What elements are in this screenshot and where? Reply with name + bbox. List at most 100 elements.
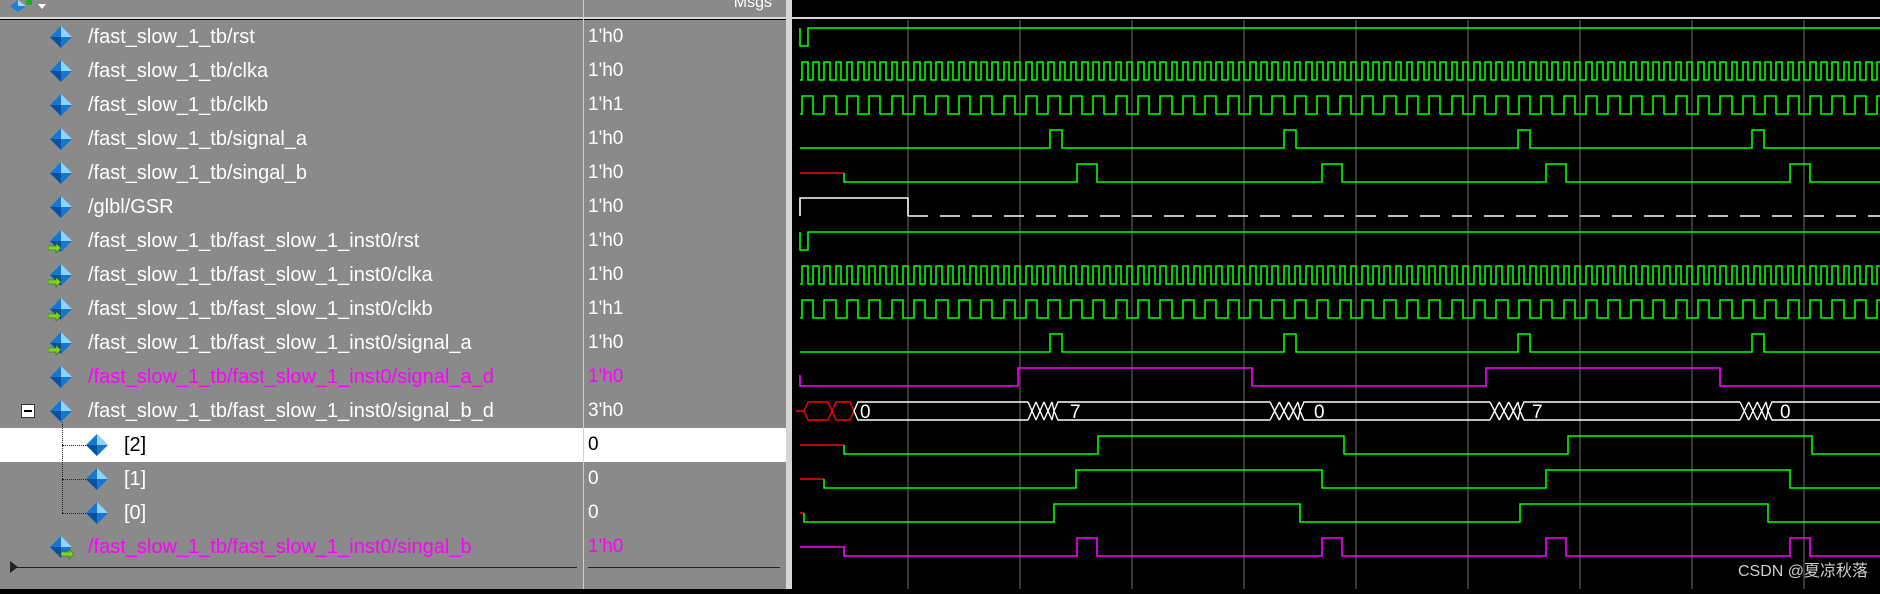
- signal-row[interactable]: /fast_slow_1_tb/fast_slow_1_inst0/signal…: [0, 326, 583, 360]
- signal-value: 0: [588, 434, 599, 455]
- tree-branch: [62, 479, 86, 480]
- tree-branch: [62, 445, 86, 446]
- value-row[interactable]: 1'h1: [584, 88, 786, 122]
- signal-a-wave: [800, 129, 1880, 149]
- name-column-header[interactable]: [0, 0, 583, 19]
- signal-value: 1'h0: [588, 366, 624, 387]
- signal-value: 1'h0: [588, 230, 624, 251]
- signal-value: 3'h0: [588, 400, 624, 421]
- signal-row[interactable]: /fast_slow_1_tb/clka: [0, 54, 583, 88]
- signal-name: /glbl/GSR: [88, 196, 174, 218]
- value-row[interactable]: 1'h1: [584, 292, 786, 326]
- diamond-icon: [84, 432, 110, 458]
- input-port-icon: [47, 228, 74, 254]
- signal-value: 1'h0: [588, 128, 624, 149]
- signal-row[interactable]: /fast_slow_1_tb/fast_slow_1_inst0/rst: [0, 224, 583, 258]
- tree-branch: [62, 513, 86, 514]
- signal-row[interactable]: /fast_slow_1_tb/fast_slow_1_inst0/clka: [0, 258, 583, 292]
- value-row[interactable]: 1'h0: [584, 530, 786, 564]
- inst-singal-b-wave: [800, 537, 1880, 557]
- signal-row[interactable]: /fast_slow_1_tb/fast_slow_1_inst0/signal…: [0, 360, 583, 394]
- signal-row[interactable]: /fast_slow_1_tb/fast_slow_1_inst0/clkb: [0, 292, 583, 326]
- value-column-header[interactable]: Msgs: [584, 0, 786, 19]
- bus-value-label: 7: [1532, 402, 1543, 423]
- bit2-wave: [843, 435, 1880, 455]
- rst-wave: [799, 27, 1880, 47]
- signal-name: /fast_slow_1_tb/fast_slow_1_inst0/signal…: [88, 366, 494, 388]
- value-row[interactable]: 1'h0: [584, 258, 786, 292]
- signal-name: /fast_slow_1_tb/fast_slow_1_inst0/singal…: [88, 536, 472, 558]
- signal-name: /fast_slow_1_tb/fast_slow_1_inst0/clka: [88, 264, 433, 286]
- clkb-wave: [800, 95, 1880, 115]
- signal-name: /fast_slow_1_tb/fast_slow_1_inst0/rst: [88, 230, 420, 252]
- bus-wave: [853, 401, 1880, 421]
- signal-name-pane[interactable]: /fast_slow_1_tb/rst/fast_slow_1_tb/clka /…: [0, 20, 583, 589]
- signal-name: /fast_slow_1_tb/clka: [88, 60, 269, 82]
- value-row[interactable]: 1'h0: [584, 326, 786, 360]
- value-row[interactable]: 0: [584, 428, 786, 462]
- value-row[interactable]: 1'h0: [584, 54, 786, 88]
- signal-value: 1'h1: [588, 94, 624, 115]
- inst-rst-wave: [799, 231, 1880, 251]
- msgs-header-label: Msgs: [733, 0, 772, 11]
- cursor-line: [588, 567, 780, 568]
- signal-name: /fast_slow_1_tb/singal_b: [88, 162, 308, 184]
- signal-value: 1'h0: [588, 536, 624, 557]
- signal-row[interactable]: /fast_slow_1_tb/signal_a: [0, 122, 583, 156]
- signal-value: 1'h0: [588, 196, 624, 217]
- diamond-icon: [84, 466, 110, 492]
- value-row[interactable]: 3'h0: [584, 394, 786, 428]
- bus-value-label: 7: [1070, 402, 1081, 423]
- diamond-icon: [48, 24, 74, 50]
- signal-name: /fast_slow_1_tb/fast_slow_1_inst0/signal…: [88, 332, 472, 354]
- inst-signal-a-wave: [800, 333, 1880, 353]
- pane-splitter[interactable]: [786, 0, 792, 589]
- diamond-icon: [48, 194, 74, 220]
- signal-row[interactable]: /fast_slow_1_tb/singal_b: [0, 156, 583, 190]
- diamond-icon: [48, 160, 74, 186]
- signal-row[interactable]: /fast_slow_1_tb/fast_slow_1_inst0/signal…: [0, 394, 583, 428]
- signal-name: /fast_slow_1_tb/fast_slow_1_inst0/signal…: [88, 400, 494, 422]
- tree-connector: [62, 422, 63, 513]
- bus-value-label: 0: [860, 402, 871, 423]
- signal-row[interactable]: [2]: [0, 428, 583, 462]
- cursor-line: [14, 567, 577, 568]
- value-row[interactable]: 0: [584, 462, 786, 496]
- signal-row[interactable]: /glbl/GSR: [0, 190, 583, 224]
- signal-row[interactable]: [0]: [0, 496, 583, 530]
- wave-toolbar-icon[interactable]: [10, 0, 50, 16]
- inst-clka-wave: [800, 265, 1880, 285]
- diamond-icon: [48, 92, 74, 118]
- value-row[interactable]: 1'h0: [584, 122, 786, 156]
- value-row[interactable]: 0: [584, 496, 786, 530]
- bit0-wave: [803, 503, 1880, 523]
- signal-value: 1'h0: [588, 264, 624, 285]
- pane-divider[interactable]: [583, 0, 584, 589]
- signal-row[interactable]: /fast_slow_1_tb/rst: [0, 20, 583, 54]
- watermark: CSDN @夏凉秋落: [1737, 563, 1868, 580]
- signal-row[interactable]: /fast_slow_1_tb/fast_slow_1_inst0/singal…: [0, 530, 583, 564]
- wave-header-bar: Msgs: [0, 0, 1880, 19]
- input-port-icon: [47, 330, 74, 356]
- signal-row[interactable]: [1]: [0, 462, 583, 496]
- cursor-marker[interactable]: [10, 561, 18, 573]
- signal-value: 1'h0: [588, 26, 624, 47]
- value-row[interactable]: 1'h0: [584, 360, 786, 394]
- signal-value: 1'h0: [588, 332, 624, 353]
- signal-row[interactable]: /fast_slow_1_tb/clkb: [0, 88, 583, 122]
- value-row[interactable]: 1'h0: [584, 224, 786, 258]
- signal-value-pane[interactable]: 1'h0 1'h0 1'h1 1'h0 1'h0 1'h0 1'h0 1'h0 1'h1 1'h0…: [584, 20, 786, 589]
- value-row[interactable]: 1'h0: [584, 156, 786, 190]
- signal-name: /fast_slow_1_tb/rst: [88, 26, 255, 48]
- value-row[interactable]: 1'h0: [584, 20, 786, 54]
- bit1-wave: [823, 469, 1880, 489]
- value-row[interactable]: 1'h0: [584, 190, 786, 224]
- singal-b-wave: [843, 163, 1880, 183]
- output-port-icon: [48, 534, 75, 560]
- bus-value-label: 0: [1314, 402, 1325, 423]
- gsr-wave: [799, 197, 909, 216]
- signal-name: /fast_slow_1_tb/fast_slow_1_inst0/clkb: [88, 298, 433, 320]
- collapse-toggle[interactable]: [21, 404, 35, 418]
